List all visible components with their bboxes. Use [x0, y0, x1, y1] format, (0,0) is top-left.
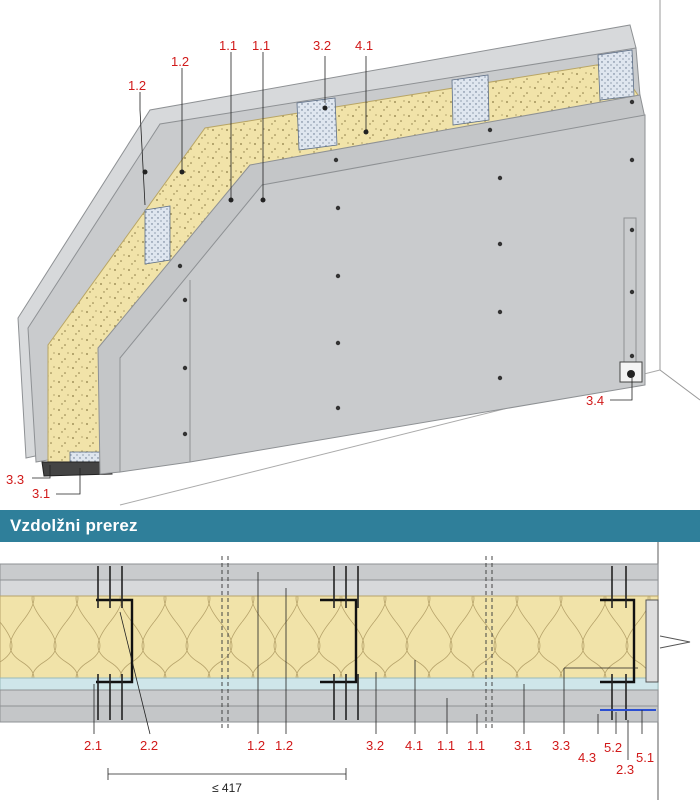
dimension-line — [107, 768, 347, 780]
label-3-2: 3.2 — [313, 38, 331, 53]
c-studs — [96, 598, 636, 684]
section-label-1-2-b: 1.2 — [275, 738, 293, 753]
label-3-3: 3.3 — [6, 472, 24, 487]
section-label-2-1: 2.1 — [84, 738, 102, 753]
bottom-track — [41, 461, 113, 477]
section-label-3-2: 3.2 — [366, 738, 384, 753]
section-label-1-1-b: 1.1 — [467, 738, 485, 753]
section-screws — [97, 566, 627, 720]
section-label-2-3: 2.3 — [616, 762, 634, 777]
leader-dots — [142, 105, 369, 203]
label-3-1: 3.1 — [32, 486, 50, 501]
section-label-1-2-a: 1.2 — [247, 738, 265, 753]
section-label-1-1-a: 1.1 — [437, 738, 455, 753]
bottom-board-second — [0, 705, 659, 723]
section-label-3-1: 3.1 — [514, 738, 532, 753]
screws — [177, 99, 635, 437]
studs — [69, 49, 635, 471]
dimension-label: ≤ 417 — [212, 781, 242, 795]
insulation-section — [0, 595, 659, 679]
label-1-2-a: 1.2 — [128, 78, 146, 93]
edge-profile — [619, 217, 643, 383]
label-4-1: 4.1 — [355, 38, 373, 53]
wall-cutaway-3d: 1.2 1.2 1.1 1.1 3.2 4.1 3.3 3.1 3.4 — [6, 0, 700, 506]
leader-lines — [32, 52, 633, 495]
section-leader-lines — [93, 572, 643, 760]
section-banner: Vzdolžni prerez — [0, 510, 700, 542]
section-label-4-1: 4.1 — [405, 738, 423, 753]
section-title: Vzdolžni prerez — [10, 516, 138, 535]
section-label-2-2: 2.2 — [140, 738, 158, 753]
section-label-5-2: 5.2 — [604, 740, 622, 755]
longitudinal-section: ≤ 417 2.1 2.2 1.2 1.2 3.2 4.1 1.1 1.1 3.… — [0, 542, 691, 800]
label-1-1-a: 1.1 — [219, 38, 237, 53]
label-1-2-b: 1.2 — [171, 54, 189, 69]
front-board-second-layer — [119, 114, 646, 473]
break-lines — [221, 556, 493, 730]
label-1-1-b: 1.1 — [252, 38, 270, 53]
edge-details — [600, 599, 691, 711]
label-3-4: 3.4 — [586, 393, 604, 408]
section-label-5-1: 5.1 — [636, 750, 654, 765]
section-label-3-3: 3.3 — [552, 738, 570, 753]
section-label-4-3: 4.3 — [578, 750, 596, 765]
